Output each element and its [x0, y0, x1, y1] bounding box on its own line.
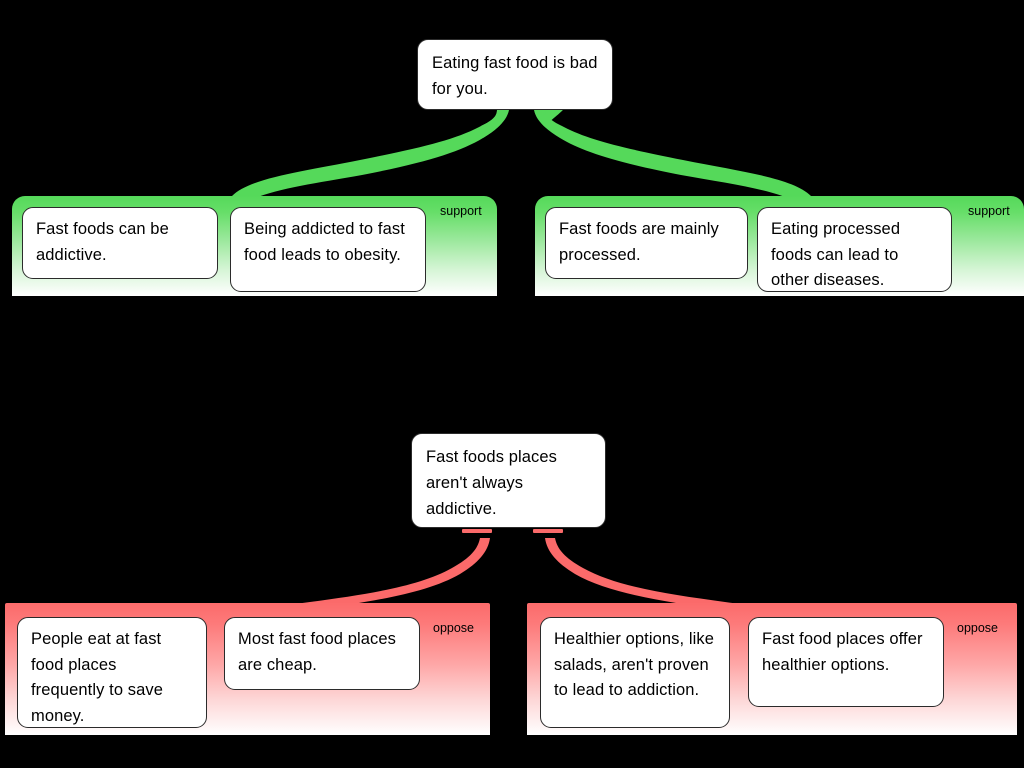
support-connector-left-tip — [478, 108, 509, 138]
premise-box-salads-not-proven-addiction[interactable]: Healthier options, like salads, aren't p… — [540, 617, 730, 728]
premise-text: Being addicted to fast food leads to obe… — [244, 220, 405, 264]
premise-text: Fast foods can be addictive. — [36, 220, 169, 264]
oppose-marker-left — [462, 529, 492, 533]
claim-text: Fast foods places aren't always addictiv… — [426, 448, 558, 518]
oppose-group-left-label: oppose — [433, 621, 475, 635]
claim-text: Eating fast food is bad for you. — [432, 54, 598, 98]
claim-box-eating-fast-food[interactable]: Eating fast food is bad for you. — [417, 39, 613, 110]
premise-text: Healthier options, like salads, aren't p… — [554, 630, 715, 699]
premise-box-fast-foods-addictive[interactable]: Fast foods can be addictive. — [22, 207, 218, 279]
support-connector-right-tip — [534, 108, 565, 126]
premise-box-eat-frequently-save-money[interactable]: People eat at fast food places frequentl… — [17, 617, 207, 728]
premise-box-mainly-processed[interactable]: Fast foods are mainly processed. — [545, 207, 748, 279]
premise-text: Fast foods are mainly processed. — [559, 220, 719, 264]
premise-box-processed-diseases[interactable]: Eating processed foods can lead to other… — [757, 207, 952, 292]
premise-box-offer-healthier-options[interactable]: Fast food places offer healthier options… — [748, 617, 944, 707]
premise-text: People eat at fast food places frequentl… — [31, 630, 164, 725]
oppose-marker-right — [533, 529, 563, 533]
support-group-left-label: support — [440, 204, 482, 218]
premise-box-addicted-obesity[interactable]: Being addicted to fast food leads to obe… — [230, 207, 426, 292]
support-group-right-label: support — [968, 204, 1010, 218]
premise-text: Most fast food places are cheap. — [238, 630, 397, 674]
oppose-group-right-label: oppose — [957, 621, 999, 635]
premise-text: Fast food places offer healthier options… — [762, 630, 923, 674]
premise-box-places-are-cheap[interactable]: Most fast food places are cheap. — [224, 617, 420, 690]
claim-box-not-always-addictive[interactable]: Fast foods places aren't always addictiv… — [411, 433, 606, 528]
premise-text: Eating processed foods can lead to other… — [771, 220, 901, 289]
